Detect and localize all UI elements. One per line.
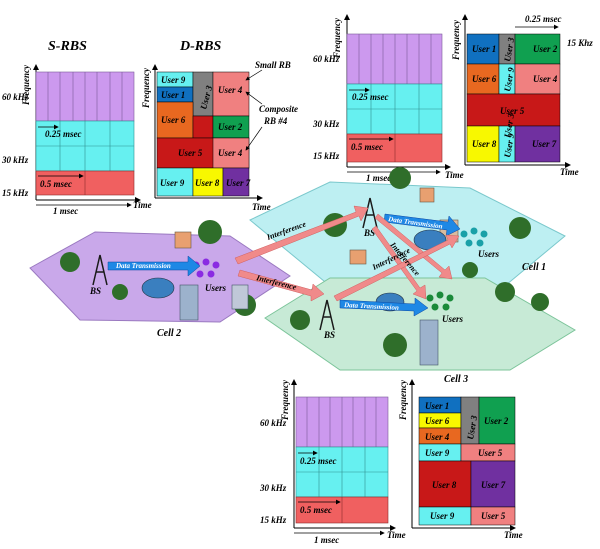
top-right-srbs-chart: Frequency Time 60 kHz 30 kHz 15 kHz 0.25… (312, 14, 464, 183)
brg-cell-2: User 6 (425, 416, 450, 426)
srbs-label-025msec: 0.25 msec (45, 129, 82, 139)
bot-time-axis-label: Time (387, 530, 406, 540)
data-transmission-links (107, 213, 461, 317)
srbs-label-05msec: 0.5 msec (40, 179, 72, 189)
trg-cell-7: User 5 (500, 106, 525, 116)
annotation-composite-line1: Composite (259, 104, 298, 114)
annotation-small-rb: Small RB (255, 60, 291, 70)
brg-cell-3: User 4 (425, 432, 450, 442)
cell3-bs-label: BS (323, 330, 335, 340)
bot-freq-axis-label: Frequency (280, 379, 290, 421)
brg-cell-10: User 9 (430, 511, 455, 521)
brg-cell-5: User 2 (484, 416, 509, 426)
interference-links (234, 205, 460, 302)
cell2-bs-label: BS (89, 286, 101, 296)
srbs-label-15khz: 15 kHz (2, 188, 29, 198)
trg-cell-6: User 4 (533, 74, 558, 84)
brg-cell-9: User 7 (481, 480, 506, 490)
srbs-chart: S-RBS Frequency Time 60 kHz 30 kHz 15 kH… (1, 39, 152, 216)
drbs-time-axis-label: Time (252, 202, 271, 212)
tr-freq-axis-label: Frequency (332, 17, 342, 59)
building-icons (174, 187, 459, 366)
bot-label-30khz: 30 kHz (259, 483, 287, 493)
cell3-data-tx-label: Data Transmission (343, 301, 399, 312)
trg-label-025msec: 0.25 msec (525, 14, 562, 24)
trg-cell-5: User 9 (502, 66, 516, 92)
drbs-freq-axis-label: Frequency (141, 67, 151, 109)
drbs-grid: D-RBS Frequency Time User 9 User 1 User … (141, 39, 298, 212)
annotation-composite-line2: RB #4 (263, 116, 288, 126)
brg-cell-11: User 5 (481, 511, 506, 521)
trg-freq-axis-label: Frequency (451, 19, 461, 61)
bot-label-15khz: 15 kHz (260, 515, 287, 525)
tr-label-15khz: 15 kHz (313, 151, 340, 161)
tr-label-30khz: 30 kHz (312, 119, 340, 129)
drbs-cell-10: User 8 (195, 178, 220, 188)
trg-time-axis-label: Time (560, 167, 579, 177)
bottom-drbs-grid: Frequency Time User 1 User 6 User 4 User… (398, 379, 523, 540)
cell1-bs-label: BS (363, 228, 375, 238)
brg-cell-1: User 1 (425, 401, 449, 411)
drbs-cell-5: User 6 (161, 115, 186, 125)
tr-label-025msec: 0.25 msec (352, 92, 389, 102)
cell2-label: Cell 2 (157, 328, 181, 339)
trg-label-15khz: 15 Khz (567, 38, 593, 48)
cell1-label: Cell 1 (522, 262, 546, 273)
srbs-label-30khz: 30 kHz (1, 155, 29, 165)
cell2-users-label: Users (205, 283, 226, 293)
srbs-time-axis-label: Time (133, 200, 152, 210)
trg-cell-1: User 1 (472, 44, 496, 54)
trg-cell-9: User 9 (502, 132, 516, 158)
drbs-cell-8: User 4 (218, 148, 243, 158)
tr-label-1msec: 1 msec (366, 173, 391, 183)
cell2-data-tx-label: Data Transmission (115, 262, 171, 270)
bs-tower-icons (92, 197, 378, 331)
trg-cell-4: User 6 (472, 74, 497, 84)
srbs-label-60khz: 60 kHz (2, 92, 29, 102)
trg-cell-11: User 7 (532, 139, 557, 149)
cell1-users-label: Users (478, 249, 499, 259)
drbs-cell-1: User 9 (161, 75, 186, 85)
bot-label-60khz: 60 kHz (260, 418, 287, 428)
network-map: BS BS BS Users Users Users Data Transmis… (29, 167, 576, 385)
bot-label-025msec: 0.25 msec (300, 456, 337, 466)
cell3-label: Cell 3 (444, 374, 468, 385)
srbs-title: S-RBS (48, 39, 87, 54)
cell2-hexagon (29, 231, 291, 323)
trg-cell-10: User 3 (502, 112, 516, 138)
drbs-cell-9: User 9 (160, 178, 185, 188)
bottom-srbs-chart: Frequency Time 60 kHz 30 kHz 15 kHz 0.25… (259, 379, 406, 545)
trg-cell-8: User 8 (472, 139, 497, 149)
brg-freq-axis-label: Frequency (398, 379, 408, 421)
drbs-cell-2: User 1 (161, 90, 185, 100)
tr-time-axis-label: Time (445, 170, 464, 180)
cell3-users-label: Users (442, 314, 463, 324)
brg-time-axis-label: Time (504, 530, 523, 540)
tr-label-05msec: 0.5 msec (351, 142, 383, 152)
brg-cell-8: User 8 (432, 480, 457, 490)
drbs-title: D-RBS (179, 39, 221, 54)
srbs-label-1msec: 1 msec (53, 206, 78, 216)
tree-icons (60, 167, 549, 357)
drbs-cell-4: User 4 (218, 85, 243, 95)
bot-label-05msec: 0.5 msec (300, 505, 332, 515)
brg-cell-6: User 9 (425, 448, 450, 458)
drbs-cell-7: User 5 (178, 148, 203, 158)
drbs-cell-11: User 7 (226, 178, 251, 188)
tr-label-60khz: 60 kHz (313, 54, 340, 64)
bot-label-1msec: 1 msec (314, 535, 339, 545)
brg-cell-4: User 3 (465, 414, 479, 440)
brg-cell-7: User 5 (478, 448, 503, 458)
drbs-cell-6: User 2 (218, 122, 243, 132)
top-right-drbs-grid: Frequency Time 0.25 msec 15 Khz User 1 U… (451, 14, 593, 177)
trg-cell-3: User 2 (533, 44, 558, 54)
trg-cell-2: User 3 (502, 36, 516, 62)
srbs-freq-axis-label: Frequency (21, 64, 31, 106)
